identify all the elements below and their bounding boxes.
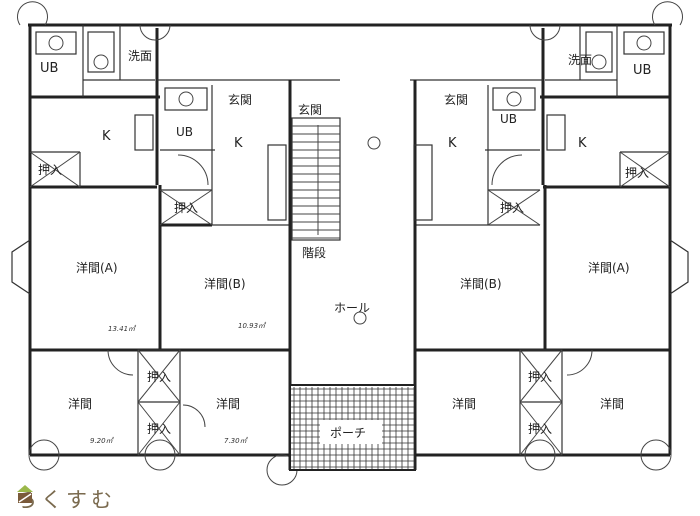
kitchen-label: K [234, 136, 243, 151]
closet-label: 押入 [500, 201, 524, 215]
closet-label: 押入 [528, 422, 552, 436]
logo: らくすむ [16, 484, 116, 514]
ub-label: UB [176, 125, 193, 139]
closet-label: 押入 [147, 422, 171, 436]
staircase [291, 117, 341, 241]
washroom-label: 洗面 [568, 53, 592, 67]
porch-label: ポーチ [330, 426, 366, 440]
entrance-label: 玄関 [228, 92, 252, 107]
ub-label: UB [633, 63, 651, 78]
right-wing-walls [410, 1, 689, 471]
western-room-label: 洋間 [216, 396, 240, 411]
kitchen-label: K [102, 129, 111, 144]
area-label: 7.30㎡ [224, 436, 249, 445]
western-room-label: 洋間 [452, 396, 476, 411]
left-wing-walls [11, 1, 672, 486]
western-room-a-label: 洋間(A) [76, 260, 118, 275]
hall-label: ホール [334, 301, 370, 315]
light-fixture-icon [367, 136, 381, 150]
house-icon [17, 485, 33, 503]
western-room-b-label: 洋間(B) [460, 276, 502, 291]
western-room-b-label: 洋間(B) [204, 276, 246, 291]
stairs-label: 階段 [302, 245, 326, 260]
closet-label: 押入 [528, 370, 552, 384]
closet-label: 押入 [174, 201, 198, 215]
entrance-label: 玄関 [444, 92, 468, 107]
kitchen-label: K [578, 136, 587, 151]
area-label: 13.41㎡ [108, 324, 137, 333]
western-room-label: 洋間 [68, 396, 92, 411]
common-entrance-label: 玄関 [298, 102, 322, 117]
closet-label: 押入 [147, 370, 171, 384]
western-room-a-label: 洋間(A) [588, 260, 630, 275]
porch-hatch [289, 384, 416, 471]
ub-label: UB [40, 61, 58, 76]
kitchen-label: K [448, 136, 457, 151]
area-label: 9.20㎡ [90, 436, 115, 445]
light-fixture-icon [353, 311, 367, 325]
western-room-label: 洋間 [600, 396, 624, 411]
area-label: 10.93㎡ [238, 321, 267, 330]
closet-label: 押入 [625, 166, 649, 180]
washroom-label: 洗面 [128, 49, 152, 63]
closet-label: 押入 [38, 163, 62, 177]
ub-label: UB [500, 112, 517, 126]
